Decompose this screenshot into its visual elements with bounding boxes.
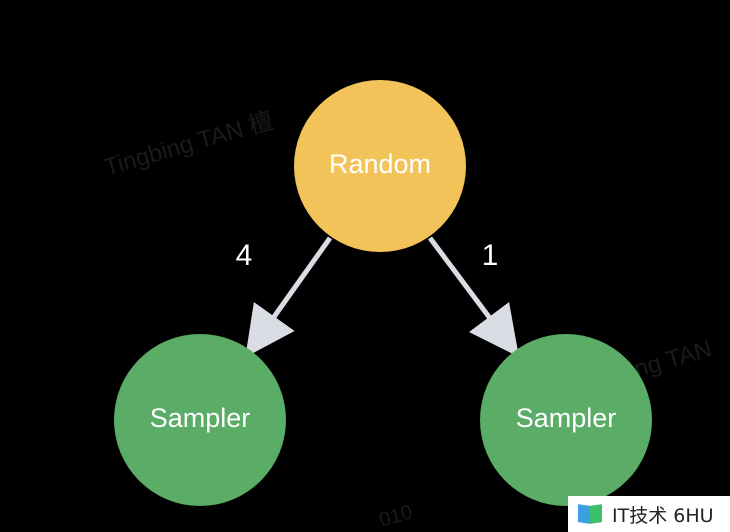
edge-label-left: 4	[236, 239, 253, 272]
site-badge-text: IT技术 6HU	[612, 504, 714, 527]
edge-label-right: 1	[482, 239, 499, 272]
edge-arrow-right	[427, 236, 519, 358]
node-sampler-right-label: Sampler	[516, 403, 617, 433]
site-badge: IT技术 6HU	[568, 496, 730, 532]
node-random-label: Random	[329, 149, 431, 179]
node-sampler-left-label: Sampler	[150, 403, 251, 433]
book-logo-icon	[578, 503, 604, 525]
node-sampler-right	[480, 334, 652, 506]
node-random	[294, 80, 466, 252]
edge-arrow-left	[245, 236, 333, 358]
node-sampler-left	[114, 334, 286, 506]
